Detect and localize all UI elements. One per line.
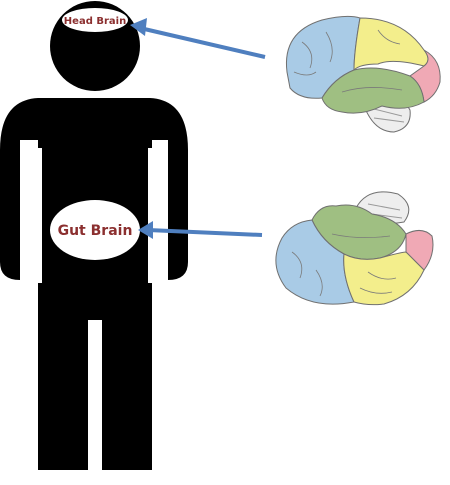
gut-brain-label: Gut Brain	[58, 223, 133, 239]
head-brain-bubble	[62, 8, 128, 32]
parietal-lobe	[343, 251, 425, 306]
human-figure-icon	[0, 1, 188, 472]
head-brain-label: Head Brain	[64, 16, 126, 27]
frontal-lobe	[275, 219, 355, 305]
arrow-left-icon	[130, 18, 266, 59]
figure-torso	[0, 98, 188, 470]
gut-brain-bubble	[50, 200, 140, 260]
figure-arm-gap-right	[148, 148, 152, 283]
temporal-lobe	[321, 67, 425, 114]
figure-arm-gap-left	[38, 148, 42, 283]
brain-lateral-view-icon	[285, 15, 441, 133]
parietal-lobe	[353, 17, 429, 72]
figure-leg-gap	[88, 320, 102, 472]
brain-lateral-view-flipped-icon	[275, 191, 434, 306]
arrow-left-icon	[138, 221, 263, 239]
